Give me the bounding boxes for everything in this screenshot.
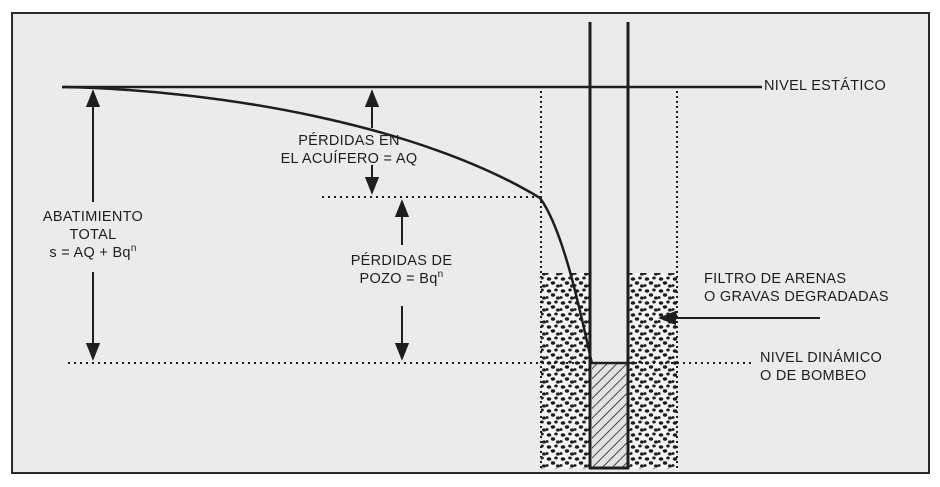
aquifer-loss-label: PÉRDIDAS EN EL ACUÍFERO = AQ <box>254 132 444 168</box>
filter-label-line2: O GRAVAS DEGRADADAS <box>704 289 889 305</box>
filter-label-line1: FILTRO DE ARENAS <box>704 271 847 287</box>
dynamic-level-label-line1: NIVEL DINÁMICO <box>760 350 883 366</box>
aquifer-loss-label-line2: EL ACUÍFERO = AQ <box>280 151 418 167</box>
total-drawdown-label-line1: ABATIMIENTO <box>42 209 144 225</box>
well-loss-label: PÉRDIDAS DE POZO = Bqn <box>314 252 489 288</box>
total-drawdown-formula: s = AQ + Bqn <box>18 244 168 262</box>
drawdown-curve <box>61 85 594 365</box>
gravel-filter-left <box>541 273 589 469</box>
aquifer-loss-label-line1: PÉRDIDAS EN <box>298 133 400 149</box>
total-drawdown-label: ABATIMIENTO TOTAL s = AQ + Bqn <box>18 208 168 262</box>
gravel-filter-right <box>629 273 677 469</box>
well-loss-label-line1: PÉRDIDAS DE <box>350 253 453 269</box>
well-loss-formula: POZO = Bqn <box>314 270 489 288</box>
well-loss-formula-exponent: n <box>437 269 444 281</box>
static-level-label: NIVEL ESTÁTICO <box>764 78 887 94</box>
total-drawdown-formula-exponent: n <box>130 243 137 255</box>
total-drawdown-formula-text: s = AQ + Bq <box>49 245 131 261</box>
diagram-panel <box>11 12 930 474</box>
total-drawdown-label-line2: TOTAL <box>69 227 117 243</box>
filter-label: FILTRO DE ARENAS O GRAVAS DEGRADADAS <box>704 270 889 306</box>
water-column <box>592 364 627 468</box>
well-loss-formula-text: POZO = Bq <box>359 271 438 287</box>
dynamic-level-label-line2: O DE BOMBEO <box>760 368 867 384</box>
dynamic-level-label: NIVEL DINÁMICO O DE BOMBEO <box>760 349 882 385</box>
